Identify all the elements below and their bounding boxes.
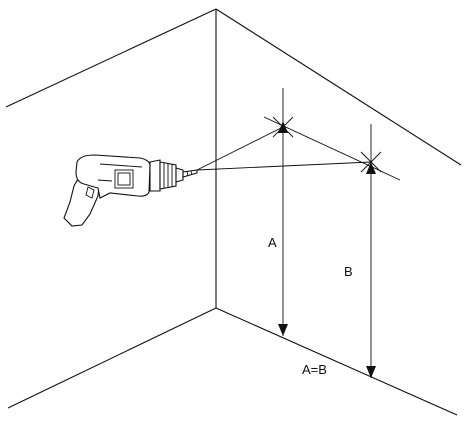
drill-bit (182, 169, 198, 178)
sight-lines (196, 116, 401, 181)
room-corner (5, 8, 462, 416)
arrowhead-a-bottom (278, 324, 288, 336)
drill-bit-twist-2 (190, 170, 193, 176)
arrowhead-a-top (278, 121, 288, 133)
floor-edge-right (215, 307, 458, 416)
drill-chuck-collar (149, 159, 161, 192)
floor-edge-left (7, 307, 217, 409)
label-a: A (268, 235, 277, 250)
sight-line-to-b (196, 161, 372, 171)
drill-chuck-tip (175, 167, 184, 183)
ceiling-edge-right (215, 8, 462, 166)
mark-connector-line (263, 116, 401, 181)
drill-body-panel-inner (117, 172, 131, 186)
ceiling-edge-left (5, 8, 217, 108)
drill-body-line-2 (97, 179, 113, 182)
drill-body-panel (114, 169, 134, 189)
label-a-equals-b: A=B (302, 362, 327, 377)
power-drill-icon (63, 154, 198, 227)
drill-main-body (75, 154, 151, 199)
drill-trigger (85, 186, 95, 199)
label-b: B (344, 264, 353, 279)
sight-line-to-a (196, 126, 284, 171)
drill-bit-twist-1 (186, 170, 189, 177)
arrowhead-b-bottom (366, 366, 376, 378)
mark-b (360, 124, 382, 378)
mark-a (272, 88, 294, 336)
arrowhead-b-top (366, 162, 376, 174)
drill-body-line-1 (99, 163, 143, 168)
